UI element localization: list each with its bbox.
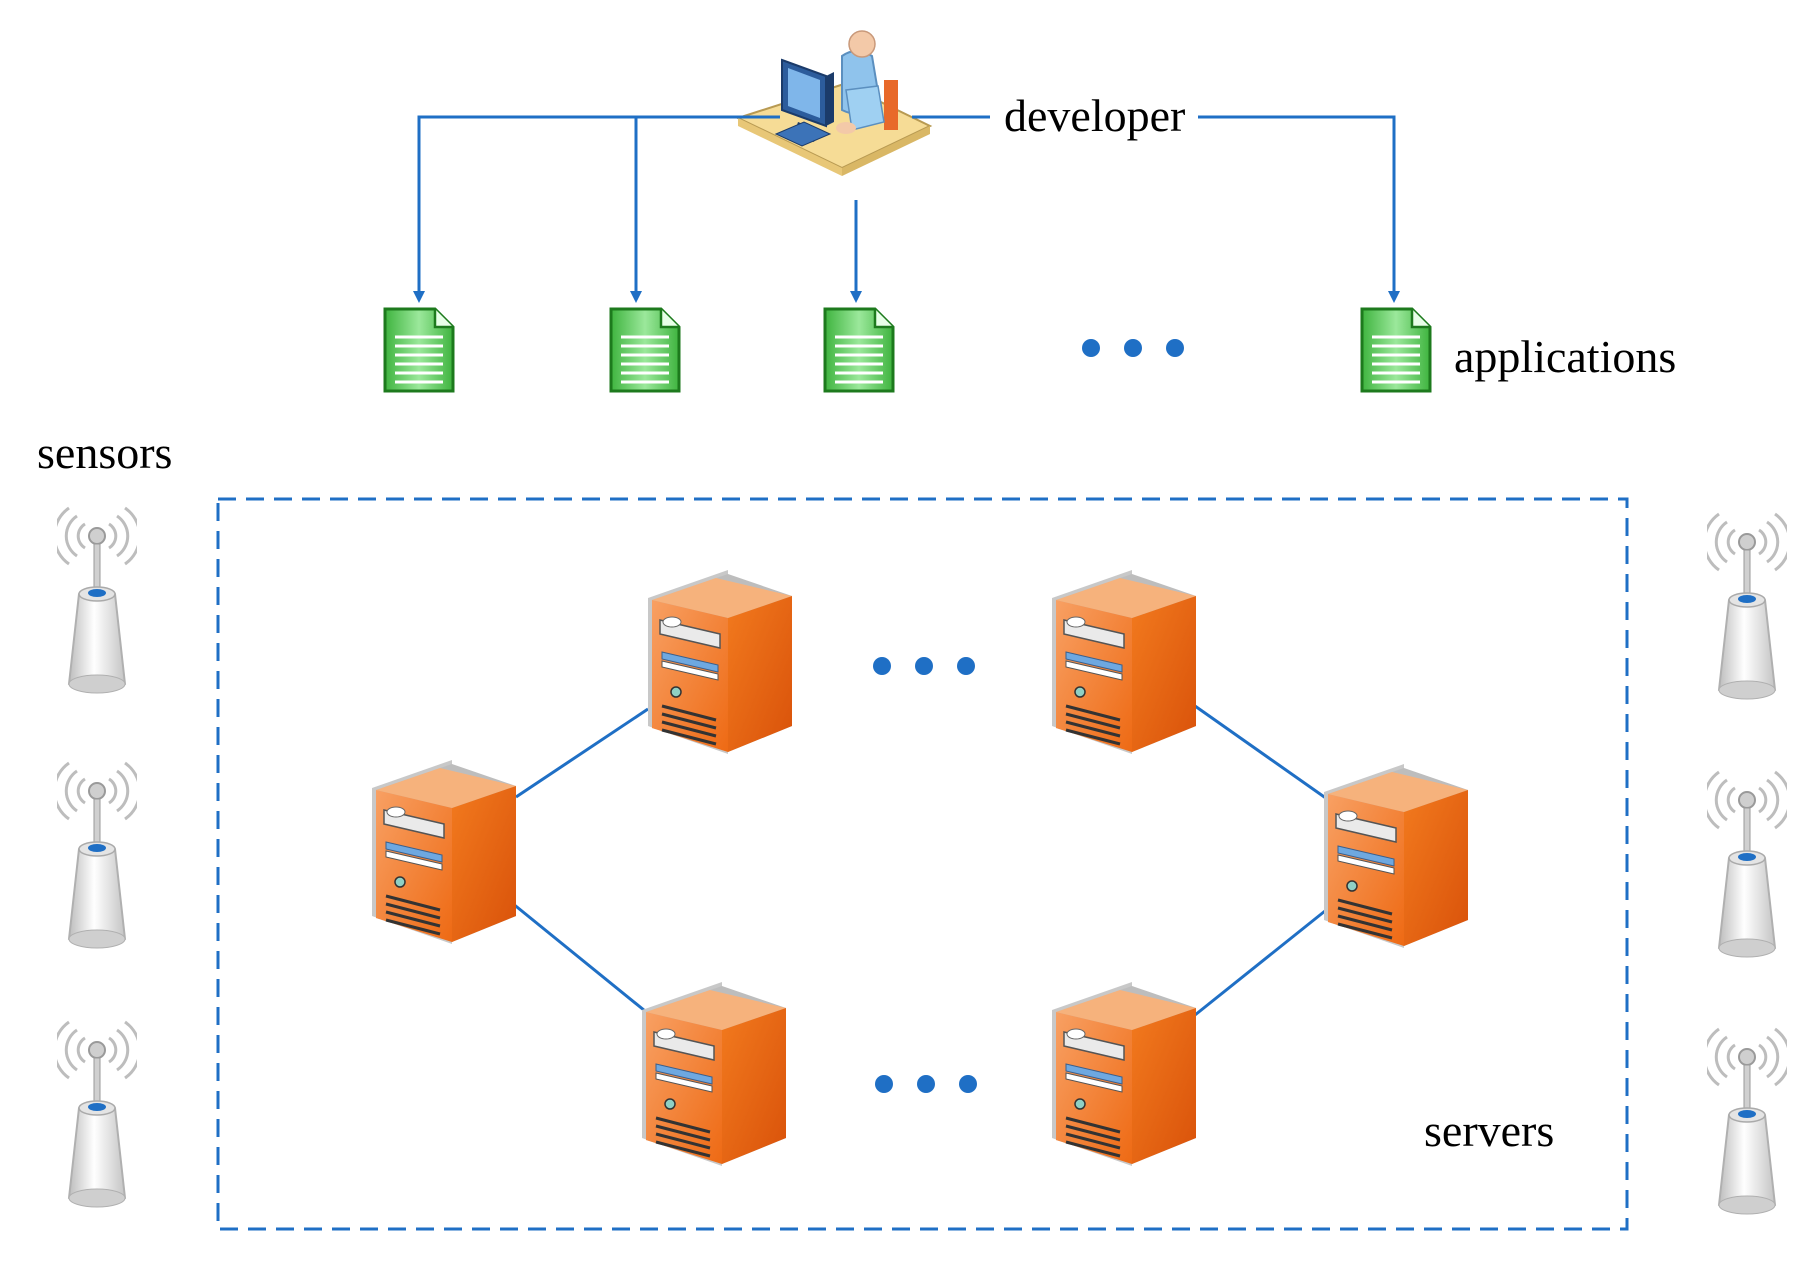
server-link <box>511 901 651 1017</box>
servers-label: servers <box>1424 1105 1554 1156</box>
developer-label: developer <box>1004 90 1185 141</box>
wireless-sensor-icon <box>57 506 137 695</box>
developer-connectors <box>413 115 1394 303</box>
wireless-sensor-icon <box>57 1020 137 1209</box>
document-icon <box>383 307 455 393</box>
server-cluster-boundary <box>216 497 1629 1231</box>
sensors-right <box>1707 512 1787 1216</box>
wireless-sensor-icon <box>57 761 137 950</box>
applications-group: applications <box>383 307 1676 393</box>
sensors-left <box>57 506 137 1209</box>
tower-server-icon <box>1322 762 1470 950</box>
document-icon <box>823 307 895 393</box>
tower-server-icon <box>640 980 788 1168</box>
developer-group: developer <box>737 30 1185 177</box>
server-links <box>511 704 1331 1017</box>
ellipsis-icon <box>1082 339 1184 357</box>
tower-server-icon <box>646 568 794 756</box>
connector-to-app-1 <box>413 115 780 303</box>
document-icon <box>1360 307 1432 393</box>
tower-server-icon <box>1050 568 1198 756</box>
wireless-sensor-icon <box>1707 512 1787 701</box>
server-link <box>515 707 649 799</box>
ellipsis-icon <box>873 657 975 675</box>
applications-label: applications <box>1454 331 1676 382</box>
servers-group: servers <box>370 568 1554 1168</box>
server-link <box>1194 704 1331 803</box>
connector-to-app-4 <box>912 115 1394 297</box>
sensors-label: sensors <box>37 427 172 478</box>
server-link <box>1194 905 1331 1017</box>
wireless-sensor-icon <box>1707 770 1787 959</box>
tower-server-icon <box>1050 980 1198 1168</box>
developer-workstation-icon <box>737 30 931 177</box>
tower-server-icon <box>370 758 518 946</box>
document-icon <box>609 307 681 393</box>
ellipsis-icon <box>875 1075 977 1093</box>
wireless-sensor-icon <box>1707 1027 1787 1216</box>
